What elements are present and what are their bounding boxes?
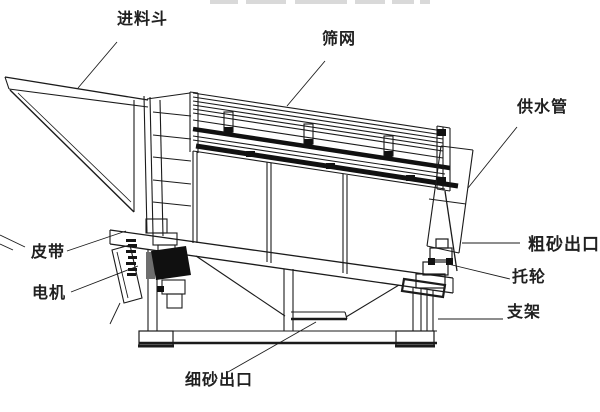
drum-right-end-plate	[426, 145, 474, 254]
leader-feed-hopper	[77, 41, 118, 89]
feed-hopper	[4, 76, 191, 213]
label-screen-mesh: 筛网	[322, 31, 357, 48]
fine-sand-chute	[291, 311, 348, 321]
motor-block	[151, 246, 191, 280]
label-stand: 支架	[507, 304, 542, 321]
support-roller-bracket	[415, 238, 453, 289]
belt-guard	[146, 252, 155, 279]
label-coarse-sand-outlet: 粗砂出口	[528, 235, 600, 254]
drum-left-end-collar	[143, 95, 192, 255]
stand-frame	[138, 249, 437, 348]
belt-pulley	[126, 239, 137, 276]
label-feed-hopper: 进料斗	[117, 11, 169, 28]
label-water-pipe: 供水管	[517, 99, 569, 116]
cropped-text-remnant	[210, 0, 430, 4]
leader-motor	[70, 265, 139, 293]
screen-mesh	[189, 91, 459, 192]
projection-lines	[0, 234, 26, 251]
motor-assembly	[109, 239, 191, 325]
leader-lines	[66, 41, 520, 373]
base-rail	[138, 330, 437, 348]
leader-screen-mesh	[286, 60, 326, 107]
leader-fine-sand-outlet	[227, 321, 317, 373]
leader-support-roller	[447, 263, 511, 280]
drum-body	[192, 151, 458, 274]
label-support-roller: 托轮	[512, 269, 547, 286]
label-motor: 电机	[32, 285, 67, 302]
label-fine-sand-outlet: 细砂出口	[185, 372, 254, 389]
leader-water-pipe	[467, 126, 518, 189]
leader-belt	[66, 230, 127, 252]
label-belt: 皮带	[31, 244, 66, 261]
